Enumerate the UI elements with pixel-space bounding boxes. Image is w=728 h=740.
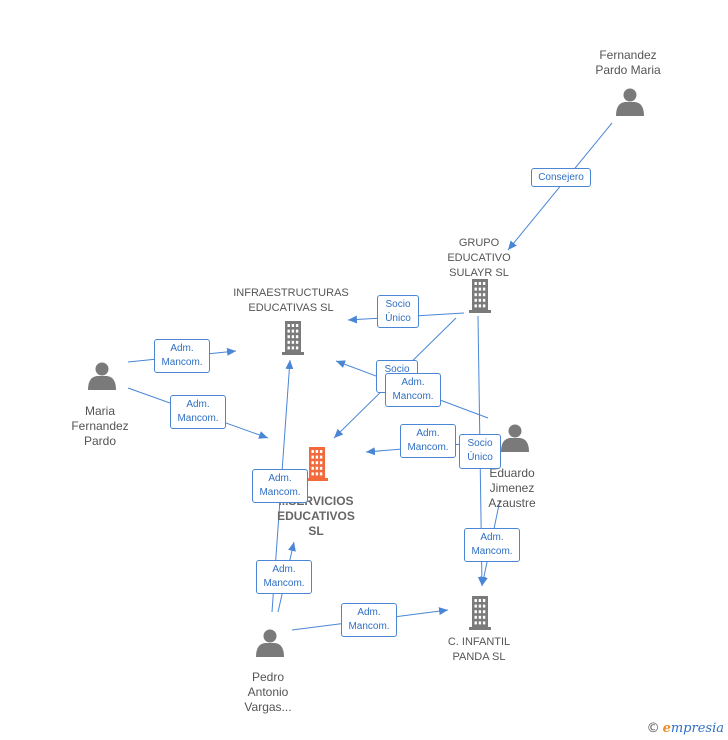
edge-label[interactable]: Adm. Mancom. bbox=[400, 424, 456, 458]
edge-label[interactable]: Adm. Mancom. bbox=[464, 528, 520, 562]
node-label-grupo-sulayr[interactable]: GRUPO EDUCATIVO SULAYR SL bbox=[447, 237, 511, 279]
edge-label[interactable]: Adm. Mancom. bbox=[256, 560, 312, 594]
node-label-pedro[interactable]: Pedro Antonio Vargas... bbox=[244, 670, 292, 714]
copyright-symbol: © bbox=[646, 721, 660, 736]
node-label-maria-fernandez[interactable]: Maria Fernandez Pardo bbox=[71, 404, 129, 448]
edge-label[interactable]: Adm. Mancom. bbox=[154, 339, 210, 373]
person-icon[interactable] bbox=[256, 629, 284, 658]
person-icon[interactable] bbox=[616, 88, 644, 117]
building-icon[interactable] bbox=[306, 447, 328, 481]
empresia-logo[interactable]: ©empresia bbox=[647, 721, 724, 736]
node-label-eduardo[interactable]: Eduardo Jimenez Azaustre bbox=[488, 466, 536, 510]
brand-initial: e bbox=[662, 721, 671, 736]
person-icon[interactable] bbox=[501, 424, 529, 453]
brand-name: mpresia bbox=[670, 721, 724, 736]
edge-label[interactable]: Socio Único bbox=[377, 295, 419, 328]
node-label-fernandez-pardo[interactable]: Fernandez Pardo Maria bbox=[595, 48, 661, 77]
building-icon[interactable] bbox=[282, 321, 304, 355]
edge-label[interactable]: Adm. Mancom. bbox=[252, 469, 308, 503]
edge-label[interactable]: Socio Único bbox=[459, 434, 501, 469]
edge-label[interactable]: Adm. Mancom. bbox=[341, 603, 397, 637]
building-icon[interactable] bbox=[469, 596, 491, 630]
person-icon[interactable] bbox=[88, 362, 116, 391]
building-icon[interactable] bbox=[469, 279, 491, 313]
edge-label[interactable]: Adm. Mancom. bbox=[170, 395, 226, 429]
node-label-infraestructuras[interactable]: INFRAESTRUCTURAS EDUCATIVAS SL bbox=[233, 287, 349, 314]
edge-label[interactable]: Consejero bbox=[531, 168, 591, 187]
node-label-infantil-panda[interactable]: C. INFANTIL PANDA SL bbox=[447, 636, 511, 663]
edge-label[interactable]: Adm. Mancom. bbox=[385, 373, 441, 407]
